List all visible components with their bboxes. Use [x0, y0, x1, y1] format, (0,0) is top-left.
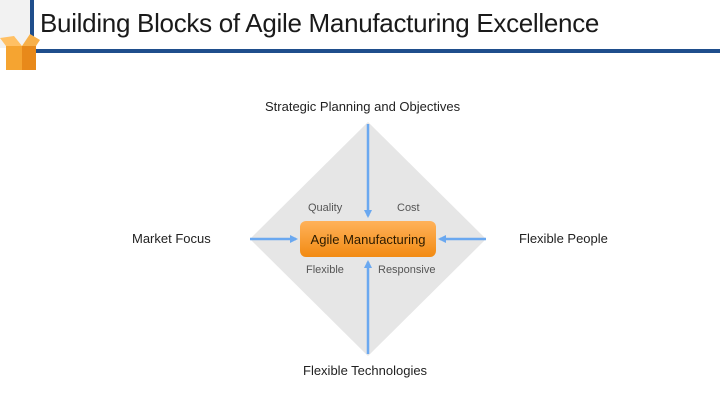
- quadrant-flexible: Flexible: [306, 264, 344, 276]
- quadrant-quality: Quality: [308, 202, 343, 214]
- quadrant-cost: Cost: [397, 202, 420, 214]
- title-accent-vertical: [30, 0, 34, 52]
- title-accent-horizontal: [30, 49, 720, 53]
- label-left: Market Focus: [132, 231, 211, 246]
- center-box: Agile Manufacturing: [300, 221, 436, 257]
- label-bottom: Flexible Technologies: [303, 363, 428, 378]
- label-top: Strategic Planning and Objectives: [265, 99, 461, 114]
- page-title: Building Blocks of Agile Manufacturing E…: [40, 8, 600, 38]
- label-right: Flexible People: [519, 231, 608, 246]
- quadrant-responsive: Responsive: [378, 264, 436, 276]
- title-bar: Building Blocks of Agile Manufacturing E…: [0, 0, 720, 60]
- center-label: Agile Manufacturing: [310, 231, 426, 247]
- open-box-icon: [0, 34, 40, 70]
